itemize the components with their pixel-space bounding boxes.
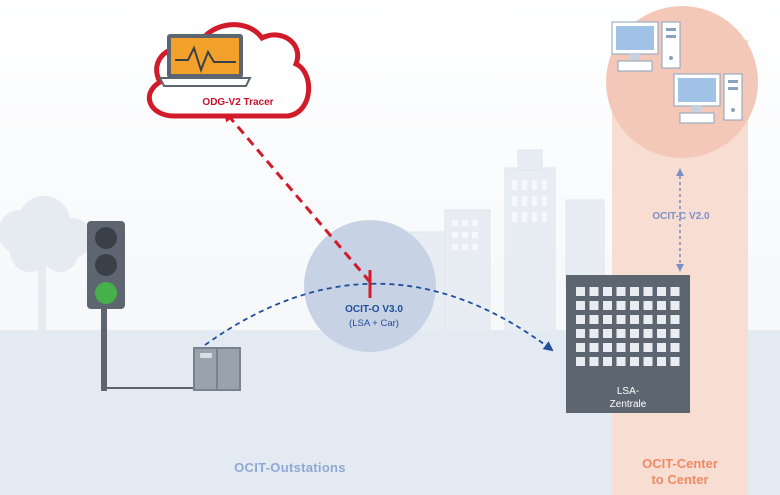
- building-window: [670, 301, 680, 310]
- building-window: [670, 287, 680, 296]
- tree-icon: [0, 196, 92, 330]
- ocit-o-sublabel: (LSA + Car): [349, 318, 399, 329]
- building-window: [576, 301, 585, 310]
- tracer-connection: [223, 109, 372, 283]
- building-icon: [566, 275, 690, 413]
- building-window: [576, 287, 585, 296]
- building-window: [670, 315, 680, 324]
- building-window: [616, 329, 626, 338]
- building-window: [643, 343, 653, 352]
- building-window: [603, 287, 612, 296]
- building-window: [643, 287, 653, 296]
- building-window: [657, 357, 666, 366]
- building-window: [589, 329, 599, 338]
- skyline-windows: [452, 180, 547, 250]
- building-window: [630, 301, 639, 310]
- building-window: [589, 315, 599, 324]
- tracer-label: ODG-V2 Tracer: [202, 97, 274, 108]
- building-window: [657, 315, 666, 324]
- traffic-light-icon: [87, 221, 125, 391]
- building-window: [643, 315, 653, 324]
- building-window: [603, 357, 612, 366]
- building-window: [576, 329, 585, 338]
- building-window: [576, 357, 585, 366]
- building-window: [657, 287, 666, 296]
- center-zone-label-line1: OCIT-Center: [642, 456, 718, 471]
- building-window: [643, 357, 653, 366]
- central-label-line2: Zentrale: [609, 399, 647, 410]
- outstations-zone-label: OCIT-Outstations: [234, 460, 346, 475]
- building-window: [603, 301, 612, 310]
- laptop-icon: [158, 34, 252, 87]
- building-window: [670, 343, 680, 352]
- building-window: [657, 301, 666, 310]
- building-window: [630, 343, 639, 352]
- building-window: [603, 329, 612, 338]
- building-window: [657, 343, 666, 352]
- building-window: [670, 329, 680, 338]
- building-window: [630, 287, 639, 296]
- building-window: [657, 329, 666, 338]
- building-window: [576, 315, 585, 324]
- building-window: [589, 301, 599, 310]
- central-label-line1: LSA-: [616, 386, 640, 397]
- building-windows: [576, 287, 680, 366]
- ocit-o-connection: [204, 282, 554, 352]
- center-zone-label-line2: to Center: [651, 472, 709, 487]
- building-window: [616, 343, 626, 352]
- desktop-computer-icon: [611, 21, 681, 72]
- ocit-o-label: OCIT-O V3.0: [345, 304, 403, 315]
- building-window: [643, 329, 653, 338]
- controller-cabinet-icon: [193, 347, 241, 391]
- building-window: [576, 343, 585, 352]
- building-window: [603, 343, 612, 352]
- building-window: [643, 301, 653, 310]
- building-window: [630, 357, 639, 366]
- ocit-c-label: OCIT-C V2.0: [652, 211, 710, 222]
- building-window: [589, 357, 599, 366]
- desktop-computer-icon: [673, 73, 743, 124]
- building-window: [616, 315, 626, 324]
- building-window: [630, 329, 639, 338]
- building-window: [589, 343, 599, 352]
- building-window: [616, 357, 626, 366]
- building-window: [616, 301, 626, 310]
- building-window: [670, 357, 680, 366]
- building-window: [603, 315, 612, 324]
- building-window: [616, 287, 626, 296]
- building-window: [589, 287, 599, 296]
- building-window: [630, 315, 639, 324]
